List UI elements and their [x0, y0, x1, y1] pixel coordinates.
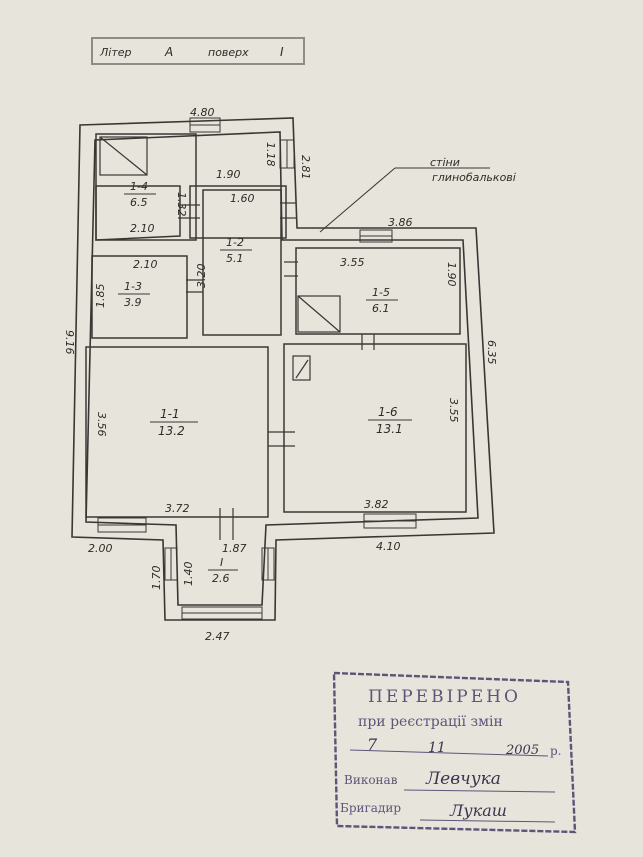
registration-stamp: ПЕРЕВІРЕНО при реєстрації змін 7 11 2005… — [332, 671, 577, 834]
room-dim-1-4-c: 2.10 — [130, 222, 155, 235]
room-dim-1-6-a: 3.55 — [447, 398, 460, 423]
dim-top: 4.80 — [190, 106, 215, 119]
room-dim-1-3-b: 1.85 — [94, 284, 107, 309]
walls-note-line2: глинобалькові — [432, 171, 516, 184]
litera-value: А — [164, 45, 173, 59]
room-dim-1-5-b: 1.90 — [445, 262, 458, 287]
dim-left: 9.16 — [63, 330, 76, 355]
room-area-1-1: 13.2 — [158, 424, 185, 438]
room-dim-I-d: 2.47 — [205, 630, 230, 643]
room-id-1-1: 1-1 — [160, 407, 180, 421]
stove-symbols — [99, 136, 341, 381]
windows — [97, 117, 417, 620]
stamp-month: 11 — [428, 740, 446, 756]
room-dim-1-4-a: 1.90 — [216, 168, 241, 181]
room-id-1-5: 1-5 — [372, 286, 390, 299]
doors — [178, 202, 375, 540]
stamp-executor-sign: Левчука — [425, 769, 501, 789]
inner-walls — [85, 133, 467, 518]
room-area-1-2: 5.1 — [226, 252, 244, 265]
room-dim-1-1-a: 3.56 — [95, 412, 108, 437]
room-dim-1-4-d: 1.32 — [175, 192, 188, 217]
stamp-year: 2005 — [505, 743, 539, 758]
stamp-subtitle: при реєстрації змін — [358, 714, 503, 730]
floor-label: поверх — [208, 46, 249, 59]
room-dim-1-3-a: 2.10 — [133, 258, 158, 271]
stamp-year-suffix: р. — [550, 744, 562, 758]
room-id-1-2: 1-2 — [226, 236, 244, 249]
stamp-executor-label: Виконав — [344, 773, 398, 787]
room-area-1-5: 6.1 — [372, 302, 390, 315]
outer-walls — [71, 117, 495, 621]
dim-bottom-right: 4.10 — [376, 540, 401, 553]
room-dim-I-c: 1.70 — [150, 566, 163, 591]
dim-mid-right-top: 3.86 — [388, 216, 413, 229]
dim-mid-upper: 2.81 — [299, 155, 312, 180]
stamp-brigadier-label: Бригадир — [340, 801, 401, 815]
room-dim-1-6-b: 3.82 — [364, 498, 389, 511]
room-dim-1-1-b: 3.72 — [165, 502, 190, 515]
room-dim-1-5-a: 3.55 — [340, 256, 365, 269]
room-area-1-6: 13.1 — [376, 422, 403, 436]
header-box — [91, 37, 305, 65]
room-area-1-4: 6.5 — [130, 196, 148, 209]
stamp-executor-line — [403, 789, 556, 793]
stamp-day: 7 — [367, 735, 378, 754]
room-id-1-4: 1-4 — [130, 180, 148, 193]
dim-bottom-left: 2.00 — [88, 542, 113, 555]
room-id-I: I — [220, 556, 223, 569]
stamp-title: ПЕРЕВІРЕНО — [368, 687, 521, 707]
floor-value: І — [280, 45, 284, 59]
walls-note-leader — [319, 167, 396, 233]
stamp-brigadier-sign: Лукаш — [449, 801, 507, 820]
room-id-1-6: 1-6 — [378, 405, 398, 419]
room-dim-1-2-b: 3.20 — [195, 264, 208, 289]
stamp-date-line — [349, 749, 549, 757]
room-dim-1-2-a: 1.60 — [230, 192, 255, 205]
stamp-brigadier-line — [419, 819, 556, 823]
room-dim-I-b: 1.40 — [182, 562, 195, 587]
stamp-border — [332, 671, 577, 834]
dim-right: 6.35 — [485, 340, 498, 365]
room-area-I: 2.6 — [212, 572, 230, 585]
room-id-1-3: 1-3 — [124, 280, 142, 293]
walls-note-line1: стіни — [430, 156, 460, 169]
room-area-1-3: 3.9 — [124, 296, 142, 309]
room-dim-I-a: 1.87 — [222, 542, 247, 555]
room-dim-1-4-b: 1.18 — [264, 142, 277, 167]
litera-label: Літер — [99, 46, 132, 59]
